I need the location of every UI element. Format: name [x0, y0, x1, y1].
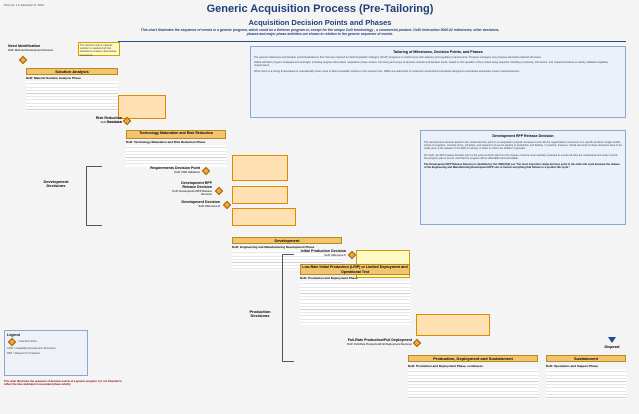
timeline-top-bar	[118, 41, 626, 42]
development-note	[232, 208, 296, 226]
os-phase-label: DoD: Operations and Support Phase	[546, 364, 599, 368]
legend-item-decision: = Decision Point	[7, 337, 85, 347]
pd-phase-label: DoD: Production and Deployment Phase, co…	[408, 364, 485, 368]
tailoring-p1: The generic milestones and decision poin…	[254, 56, 542, 59]
mdd-decision-diamond	[18, 55, 28, 65]
full-rate-label: Full-Rate Production/Full Deployment	[347, 338, 412, 342]
legend-footnote: This chart illustrates the sequence of d…	[4, 380, 122, 387]
rfp-box-p2: For DoD, the RFP release decision point …	[424, 153, 618, 160]
rfp-box-p3: The Development RFP Release Decision is …	[424, 163, 620, 170]
tmrr-phase-label: DoD: Technology Maturation and Risk Redu…	[126, 140, 206, 144]
page-subtitle: Acquisition Decision Points and Phases	[248, 18, 392, 27]
development-decisions-label: Development Decisions	[43, 179, 69, 188]
risk-reduction-note	[118, 95, 166, 119]
frp-decision-label: DoD: Full-Rate Production/Full Deploymen…	[347, 343, 412, 346]
cdd-validation-label: DoD: CDD Validation	[174, 171, 200, 174]
dod-rfp-label: DoD: Development RFP Release Decision	[172, 190, 212, 197]
legend-item-cdd: CDD = Capability Development Document	[7, 347, 56, 350]
full-rate-note	[416, 314, 490, 336]
risk-reduction-label: Risk Reduction Decision	[95, 116, 122, 124]
milestone-c-label: DoD: Milestone C	[324, 254, 346, 257]
rfp-box-p1: The development contract award is the cr…	[424, 141, 622, 151]
milestone-b-diamond	[222, 200, 232, 210]
disposal-marker-icon	[608, 337, 616, 343]
requirements-note	[232, 155, 288, 181]
production-bar: Production, Deployment and Sustainment	[408, 355, 538, 362]
legend-item-decision-text: = Decision Point	[18, 340, 37, 344]
intro-text: This chart illustrates the sequence of e…	[140, 28, 500, 37]
rfp-release-box: Development RFP Release Decision The dev…	[420, 130, 626, 225]
milestone-b-label: DoD: Milestone B	[198, 205, 220, 208]
legend-box: Legend = Decision Point CDD = Capability…	[4, 330, 88, 376]
milestone-c-diamond	[347, 250, 357, 260]
tailoring-title: Tailoring of Milestones, Decision Points…	[393, 50, 483, 54]
tmrr-bar: Technology Maturation and Risk Reduction	[126, 130, 226, 139]
version-text: Prod. ver. 1.3, December 17, 2014	[4, 4, 44, 7]
development-decision-label: Development Decision	[181, 200, 220, 204]
mdd-note: The decision that a materiel solution is…	[78, 42, 120, 57]
msa-phase-text	[26, 81, 118, 111]
development-decisions-brace	[86, 166, 102, 226]
msa-phase-label: DoD: Materiel Solution Analysis Phase	[26, 76, 81, 80]
tailoring-p2: DoDIs will tailor program strategies and…	[254, 61, 608, 68]
tailoring-p3: When there is a strong threat-based or o…	[254, 69, 520, 73]
sustainment-bar: Sustainment	[546, 355, 626, 362]
legend-diamond-icon	[7, 337, 17, 347]
lrip-bar: Low-Rate Initial Production (LRIP) or Li…	[300, 264, 410, 275]
production-decisions-label: Production Decisions	[249, 309, 271, 318]
legend-item-rfp: RFP = Request for Proposal	[7, 352, 40, 356]
disposal-label: Disposal	[604, 345, 620, 349]
need-identification-label: Need Identification	[8, 44, 41, 48]
rfp-short-note	[232, 186, 288, 204]
lrip-phase-label: DoD: Production and Deployment Phase	[300, 276, 358, 280]
production-decisions-brace	[282, 254, 294, 362]
milestone-a-label: DoD: Milestone A	[100, 121, 122, 124]
tailoring-box: Tailoring of Milestones, Decision Points…	[250, 46, 626, 118]
legend-title: Legend	[7, 333, 20, 337]
rfp-release-label: Development RFP Release Decision	[181, 181, 212, 189]
pd-phase-text	[408, 369, 538, 399]
lrip-phase-text	[300, 281, 410, 325]
page-title: Generic Acquisition Process (Pre-Tailori…	[206, 3, 434, 15]
mdd-label: DoD: Materiel Development Decision	[8, 49, 54, 52]
rfp-diamond	[214, 186, 224, 196]
tmrr-phase-text	[126, 145, 226, 167]
solution-analysis-bar: Solution Analysis	[26, 68, 118, 75]
development-bar: Development	[232, 237, 342, 244]
initial-production-label: Initial Production Decision	[300, 249, 346, 253]
full-rate-diamond	[412, 338, 422, 348]
os-phase-text	[546, 369, 626, 399]
cdd-diamond	[201, 166, 211, 176]
requirements-decision-label: Requirements Decision Point	[150, 166, 200, 170]
rfp-box-title: Development RFP Release Decision	[492, 134, 554, 138]
emd-phase-label: DoD: Engineering and Manufacturing Devel…	[232, 245, 315, 249]
